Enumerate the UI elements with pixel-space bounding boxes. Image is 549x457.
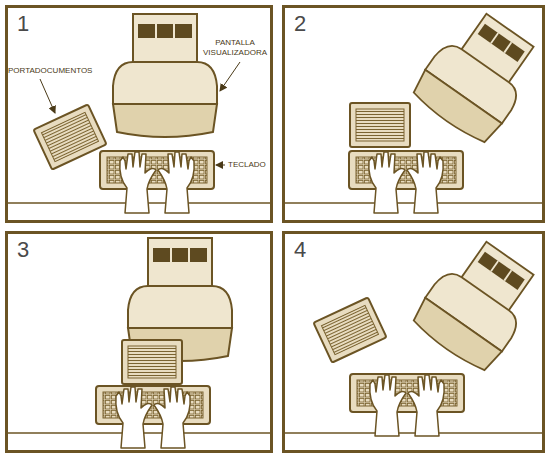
- document-holder: [350, 103, 410, 147]
- monitor: [113, 14, 217, 137]
- hands: [120, 152, 194, 213]
- part-label: PANTALLA VISUALIZADORA: [200, 38, 270, 58]
- keyboard: [350, 374, 464, 412]
- document-holder: [122, 340, 182, 384]
- document-holder: [34, 104, 107, 169]
- part-label: PORTADOCUMENTOS: [8, 66, 92, 76]
- hands: [116, 387, 190, 448]
- step-panel: 3: [5, 231, 273, 453]
- step-panel: 2: [282, 5, 545, 223]
- leader-arrow: [40, 79, 55, 113]
- desk-edge: [284, 202, 543, 204]
- monitor: [408, 3, 548, 147]
- hands: [370, 375, 444, 436]
- hands: [369, 152, 443, 213]
- step-number: 4: [294, 237, 306, 263]
- keyboard: [100, 151, 214, 189]
- leader-arrow: [216, 165, 225, 166]
- document-holder: [314, 297, 387, 362]
- step-number: 1: [17, 11, 29, 37]
- leader-arrow: [220, 62, 240, 91]
- step-number: 2: [294, 11, 306, 37]
- step-panel: 1: [5, 5, 273, 223]
- monitor: [408, 231, 548, 375]
- step-panel: 4: [282, 231, 545, 453]
- keyboard: [96, 386, 210, 424]
- part-label: TECLADO: [228, 160, 266, 170]
- step-number: 3: [17, 237, 29, 263]
- desk-edge: [284, 432, 543, 434]
- keyboard: [349, 151, 463, 189]
